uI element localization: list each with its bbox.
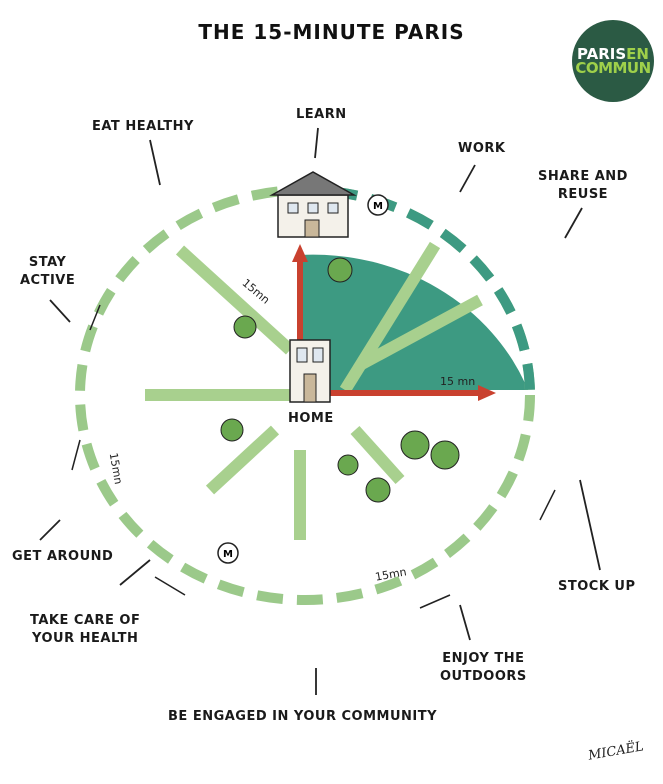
label-work: WORK: [458, 141, 506, 156]
label-stay-active: STAY ACTIVE: [20, 255, 76, 288]
logo-text-paris: PARIS: [577, 45, 627, 63]
paris-en-commun-logo: PARISEN COMMUN: [572, 20, 654, 102]
label-pointers: [39, 127, 601, 695]
label-learn: LEARN: [296, 107, 347, 122]
spoke-roads: [145, 241, 483, 540]
label-be-engaged-in-your-community: BE ENGAGED IN YOUR COMMUNITY: [168, 709, 438, 724]
logo-text-en: EN: [626, 45, 649, 63]
label-stock-up: STOCK UP: [558, 579, 636, 594]
label-enjoy-the-outdoors: ENJOY THE OUTDOORS: [440, 651, 527, 684]
label-share-and-reuse: SHARE AND REUSE: [538, 169, 628, 202]
label-take-care-of-your-health: TAKE CARE OF YOUR HEALTH: [30, 613, 141, 646]
svg-text:M: M: [373, 201, 383, 212]
home-building: [289, 339, 331, 403]
school-building: [269, 171, 357, 238]
home-label: HOME: [288, 411, 334, 426]
label-eat-healthy: EAT HEALTHY: [92, 119, 194, 134]
metro-sign-icon: M M: [217, 194, 389, 564]
green-sector: [300, 254, 528, 390]
distance-label-15mn: 15 mn: [440, 375, 476, 388]
double-arrows: [71, 304, 556, 609]
svg-text:M: M: [223, 549, 233, 560]
red-arrows: [292, 244, 496, 401]
trees: [220, 257, 460, 503]
logo-text-commun: COMMUN: [575, 59, 651, 77]
label-get-around: GET AROUND: [12, 549, 114, 564]
page-title: THE 15-MINUTE PARIS: [198, 20, 465, 44]
